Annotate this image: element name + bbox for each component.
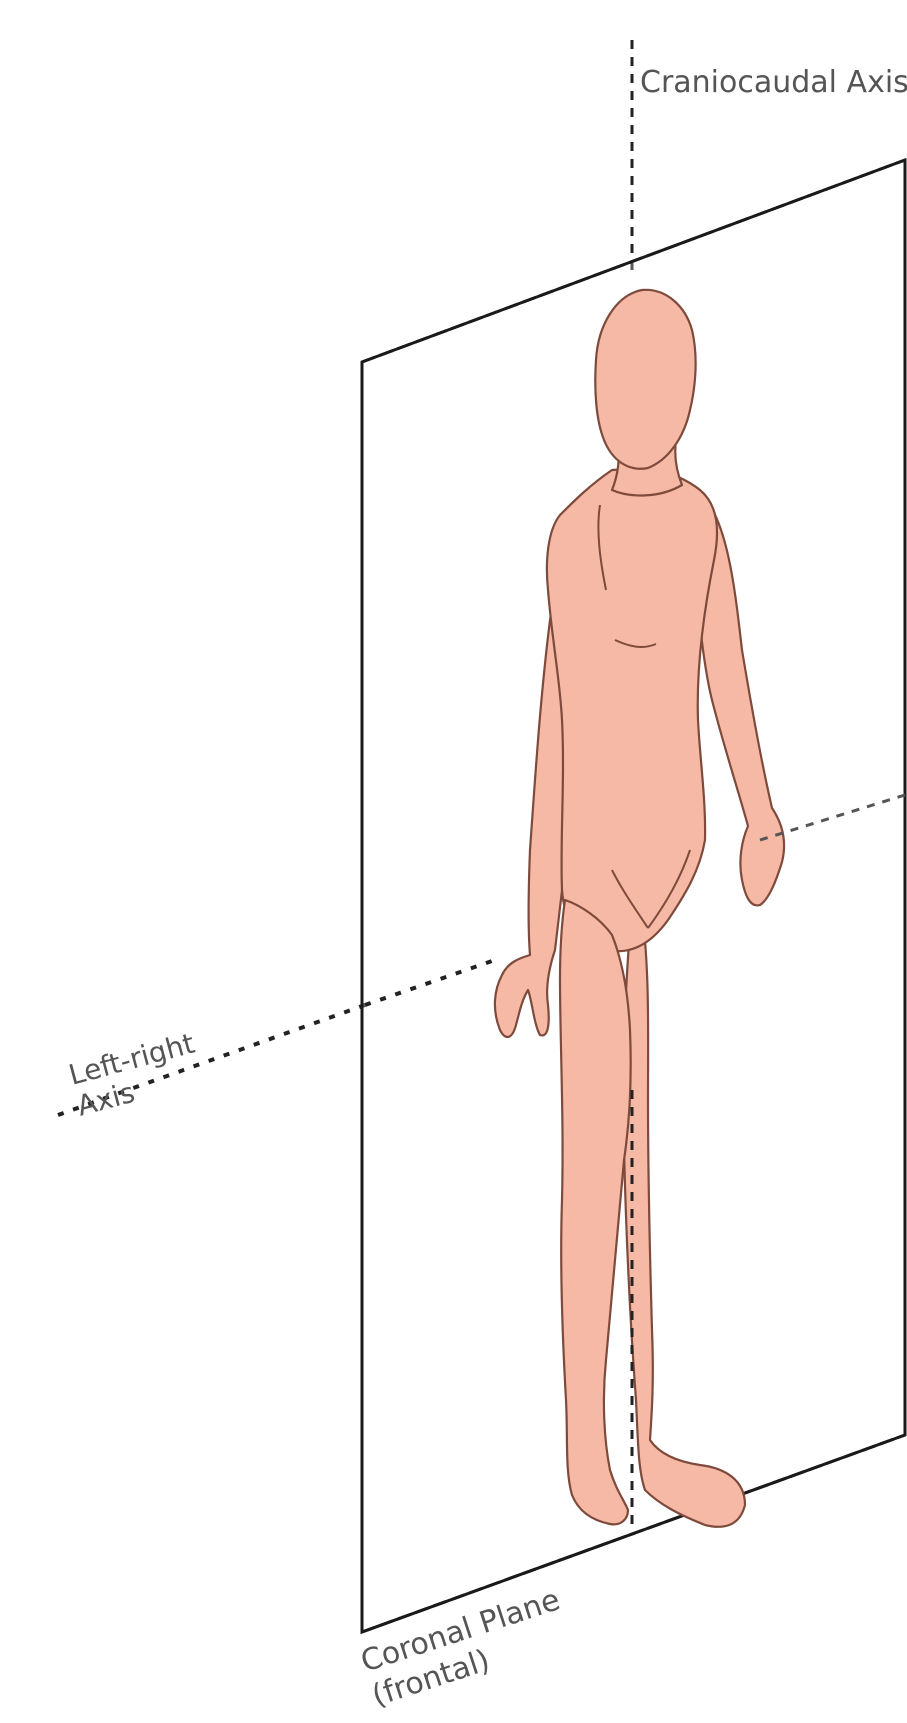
left-right-axis-label-line1: Left-right (65, 1027, 198, 1092)
craniocaudal-axis-label: Craniocaudal Axis (640, 65, 907, 100)
figure-torso (547, 468, 717, 951)
left-right-axis-label: Left-right Axis (65, 1027, 206, 1123)
